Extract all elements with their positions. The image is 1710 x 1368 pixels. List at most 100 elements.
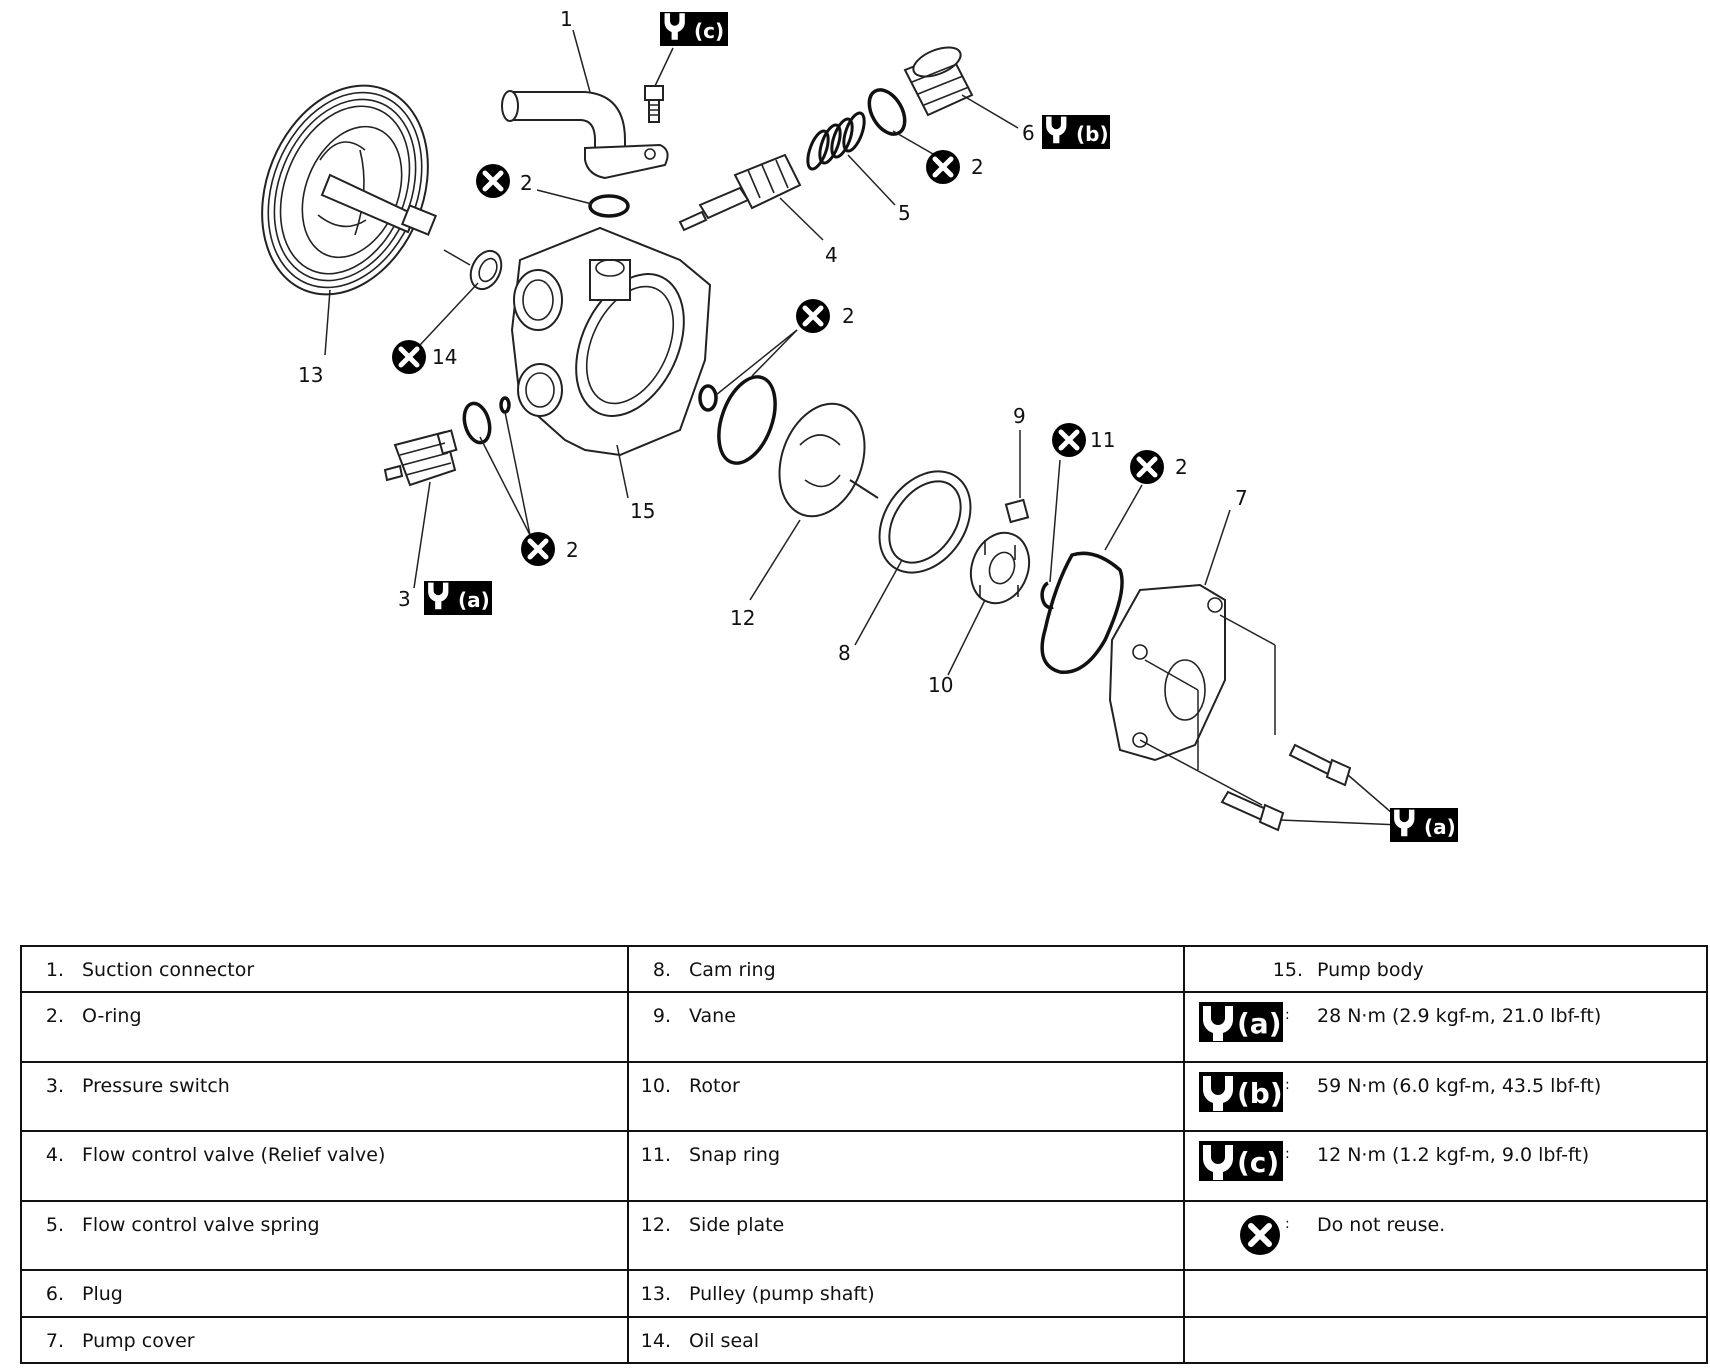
- callout-13: 13: [298, 363, 323, 387]
- callout-10: 10: [928, 673, 953, 697]
- do-not-reuse-icon: [926, 150, 960, 184]
- legend-label: Plug: [82, 1283, 123, 1306]
- legend-label: Flow control valve (Relief valve): [82, 1144, 386, 1167]
- callout-2: 2: [566, 538, 579, 562]
- pulley-part: [261, 84, 438, 296]
- callout-6: 6: [1022, 121, 1035, 145]
- oil-seal-part: [469, 249, 503, 291]
- table-row: 2.O-ring 9.Vane (a) : 28 N·m (2.9 kgf-m,…: [20, 991, 1708, 1063]
- do-not-reuse-icon: [1130, 450, 1164, 484]
- legend-num: 9.: [652, 1005, 671, 1028]
- colon: :: [1285, 1076, 1290, 1093]
- do-not-reuse-icon: [521, 532, 555, 566]
- legend-label: Rotor: [689, 1074, 740, 1097]
- legend-label: Suction connector: [82, 959, 255, 981]
- legend-num: 13.: [640, 1283, 671, 1306]
- legend-cell: 4. Flow control valve (Relief valve): [20, 1130, 629, 1202]
- legend-cell: 12.Side plate: [627, 1199, 1185, 1272]
- colon: :: [1285, 1146, 1290, 1163]
- callout-4: 4: [825, 243, 838, 267]
- suction-connector-part: [501, 90, 669, 180]
- callout-7: 7: [1235, 486, 1248, 510]
- do-not-reuse-label: Do not reuse.: [1317, 1213, 1446, 1236]
- table-row: 5. Flow control valve spring 12.Side plat…: [20, 1199, 1708, 1272]
- torque-tag-a-cover: (a): [1390, 808, 1458, 842]
- legend-num: 11.: [640, 1144, 671, 1167]
- pump-body-part: [510, 226, 712, 457]
- legend-num: 4.: [45, 1144, 64, 1167]
- torque-tag-label: (b): [1237, 1077, 1283, 1110]
- legend-cell: (a) : 28 N·m (2.9 kgf-m, 21.0 lbf-ft): [1183, 991, 1708, 1063]
- legend-cell: : Do not reuse.: [1183, 1199, 1708, 1272]
- torque-wrench-icon: (a): [1199, 1002, 1283, 1043]
- legend-label: Flow control valve spring: [82, 1213, 320, 1236]
- callout-3: 3: [398, 587, 411, 611]
- cam-ring-part: [878, 470, 972, 574]
- legend-num: 12.: [640, 1213, 671, 1236]
- torque-value: 59 N·m (6.0 kgf-m, 43.5 lbf-ft): [1317, 1074, 1602, 1097]
- torque-wrench-icon: (c): [1199, 1141, 1283, 1182]
- torque-tag-label: (a): [1424, 815, 1456, 839]
- callout-1: 1: [560, 7, 573, 31]
- parts-legend-table: 1. Suction connector 8. Cam ring 15.Pump b…: [20, 944, 1708, 1365]
- callout-5: 5: [898, 201, 911, 225]
- callout-12: 12: [730, 606, 755, 630]
- colon: :: [1285, 1007, 1290, 1024]
- table-row: 7.Pump cover 14.Oil seal: [20, 1315, 1708, 1365]
- callout-14: 14: [432, 345, 457, 369]
- legend-label: Cam ring: [689, 959, 776, 981]
- callout-2: 2: [1175, 455, 1188, 479]
- legend-num: 5.: [45, 1213, 64, 1236]
- legend-label: Pump cover: [82, 1329, 195, 1352]
- legend-cell: 14.Oil seal: [627, 1315, 1185, 1365]
- legend-cell: 6.Plug: [20, 1269, 629, 1318]
- legend-num: 14.: [640, 1329, 671, 1352]
- torque-tag-c: (c): [660, 12, 728, 46]
- torque-value: 12 N·m (1.2 kgf-m, 9.0 lbf-ft): [1317, 1144, 1590, 1167]
- legend-num: 2.: [45, 1005, 64, 1028]
- legend-num: 1.: [45, 959, 64, 981]
- legend-cell: (c) : 12 N·m (1.2 kgf-m, 9.0 lbf-ft): [1183, 1130, 1708, 1202]
- legend-cell: 3.Pressure switch: [20, 1060, 629, 1133]
- leader-lines: [324, 29, 1401, 826]
- callout-11: 11: [1090, 428, 1115, 452]
- exploded-pump-diagram: (c) (b) (a) (a) 1 2 2 2 2 2 3 4 5 6 7 8 …: [261, 7, 1458, 842]
- callout-15: 15: [630, 499, 655, 523]
- callout-9: 9: [1013, 404, 1026, 428]
- legend-label: Pressure switch: [82, 1074, 230, 1097]
- legend-label: Pump body: [1317, 959, 1424, 981]
- torque-wrench-icon: (b): [1199, 1071, 1283, 1112]
- do-not-reuse-icon: [476, 164, 510, 198]
- legend-cell: 15.Pump body: [1183, 944, 1708, 994]
- callout-8: 8: [838, 641, 851, 665]
- flow-control-valve-part: [678, 153, 802, 232]
- callout-2: 2: [971, 155, 984, 179]
- bolt-c-part: [644, 85, 664, 123]
- do-not-reuse-icon: [1052, 423, 1086, 457]
- o-ring-part: [499, 396, 511, 414]
- torque-tag-label: (c): [694, 19, 724, 43]
- o-ring-part: [588, 194, 630, 218]
- legend-num: 10.: [640, 1074, 671, 1097]
- o-ring-part: [717, 375, 777, 465]
- cover-bolt-part: [1220, 743, 1352, 832]
- do-not-reuse-icon: [796, 299, 830, 333]
- o-ring-part: [867, 88, 907, 136]
- table-row: 4. Flow control valve (Relief valve) 11.S…: [20, 1130, 1708, 1202]
- legend-label: Pulley (pump shaft): [689, 1283, 875, 1306]
- table-row: 6.Plug 13. Pulley (pump shaft): [20, 1269, 1708, 1318]
- legend-cell-empty: [1183, 1315, 1708, 1365]
- table-row: 3.Pressure switch 10. Rotor (b) : 59 N·m …: [20, 1060, 1708, 1133]
- pressure-switch-part: [383, 429, 458, 487]
- torque-tag-label: (a): [1237, 1007, 1282, 1040]
- do-not-reuse-icon: [1240, 1214, 1280, 1255]
- table-row: 1. Suction connector 8. Cam ring 15.Pump b…: [20, 944, 1708, 994]
- o-ring-part: [698, 384, 718, 412]
- legend-num: 8.: [652, 959, 671, 981]
- legend-cell: 9.Vane: [627, 991, 1185, 1063]
- spring-part: [806, 111, 866, 171]
- side-plate-part: [778, 402, 879, 518]
- legend-cell: 10. Rotor: [627, 1060, 1185, 1133]
- legend-cell: 11.Snap ring: [627, 1130, 1185, 1202]
- do-not-reuse-icon: [392, 340, 426, 374]
